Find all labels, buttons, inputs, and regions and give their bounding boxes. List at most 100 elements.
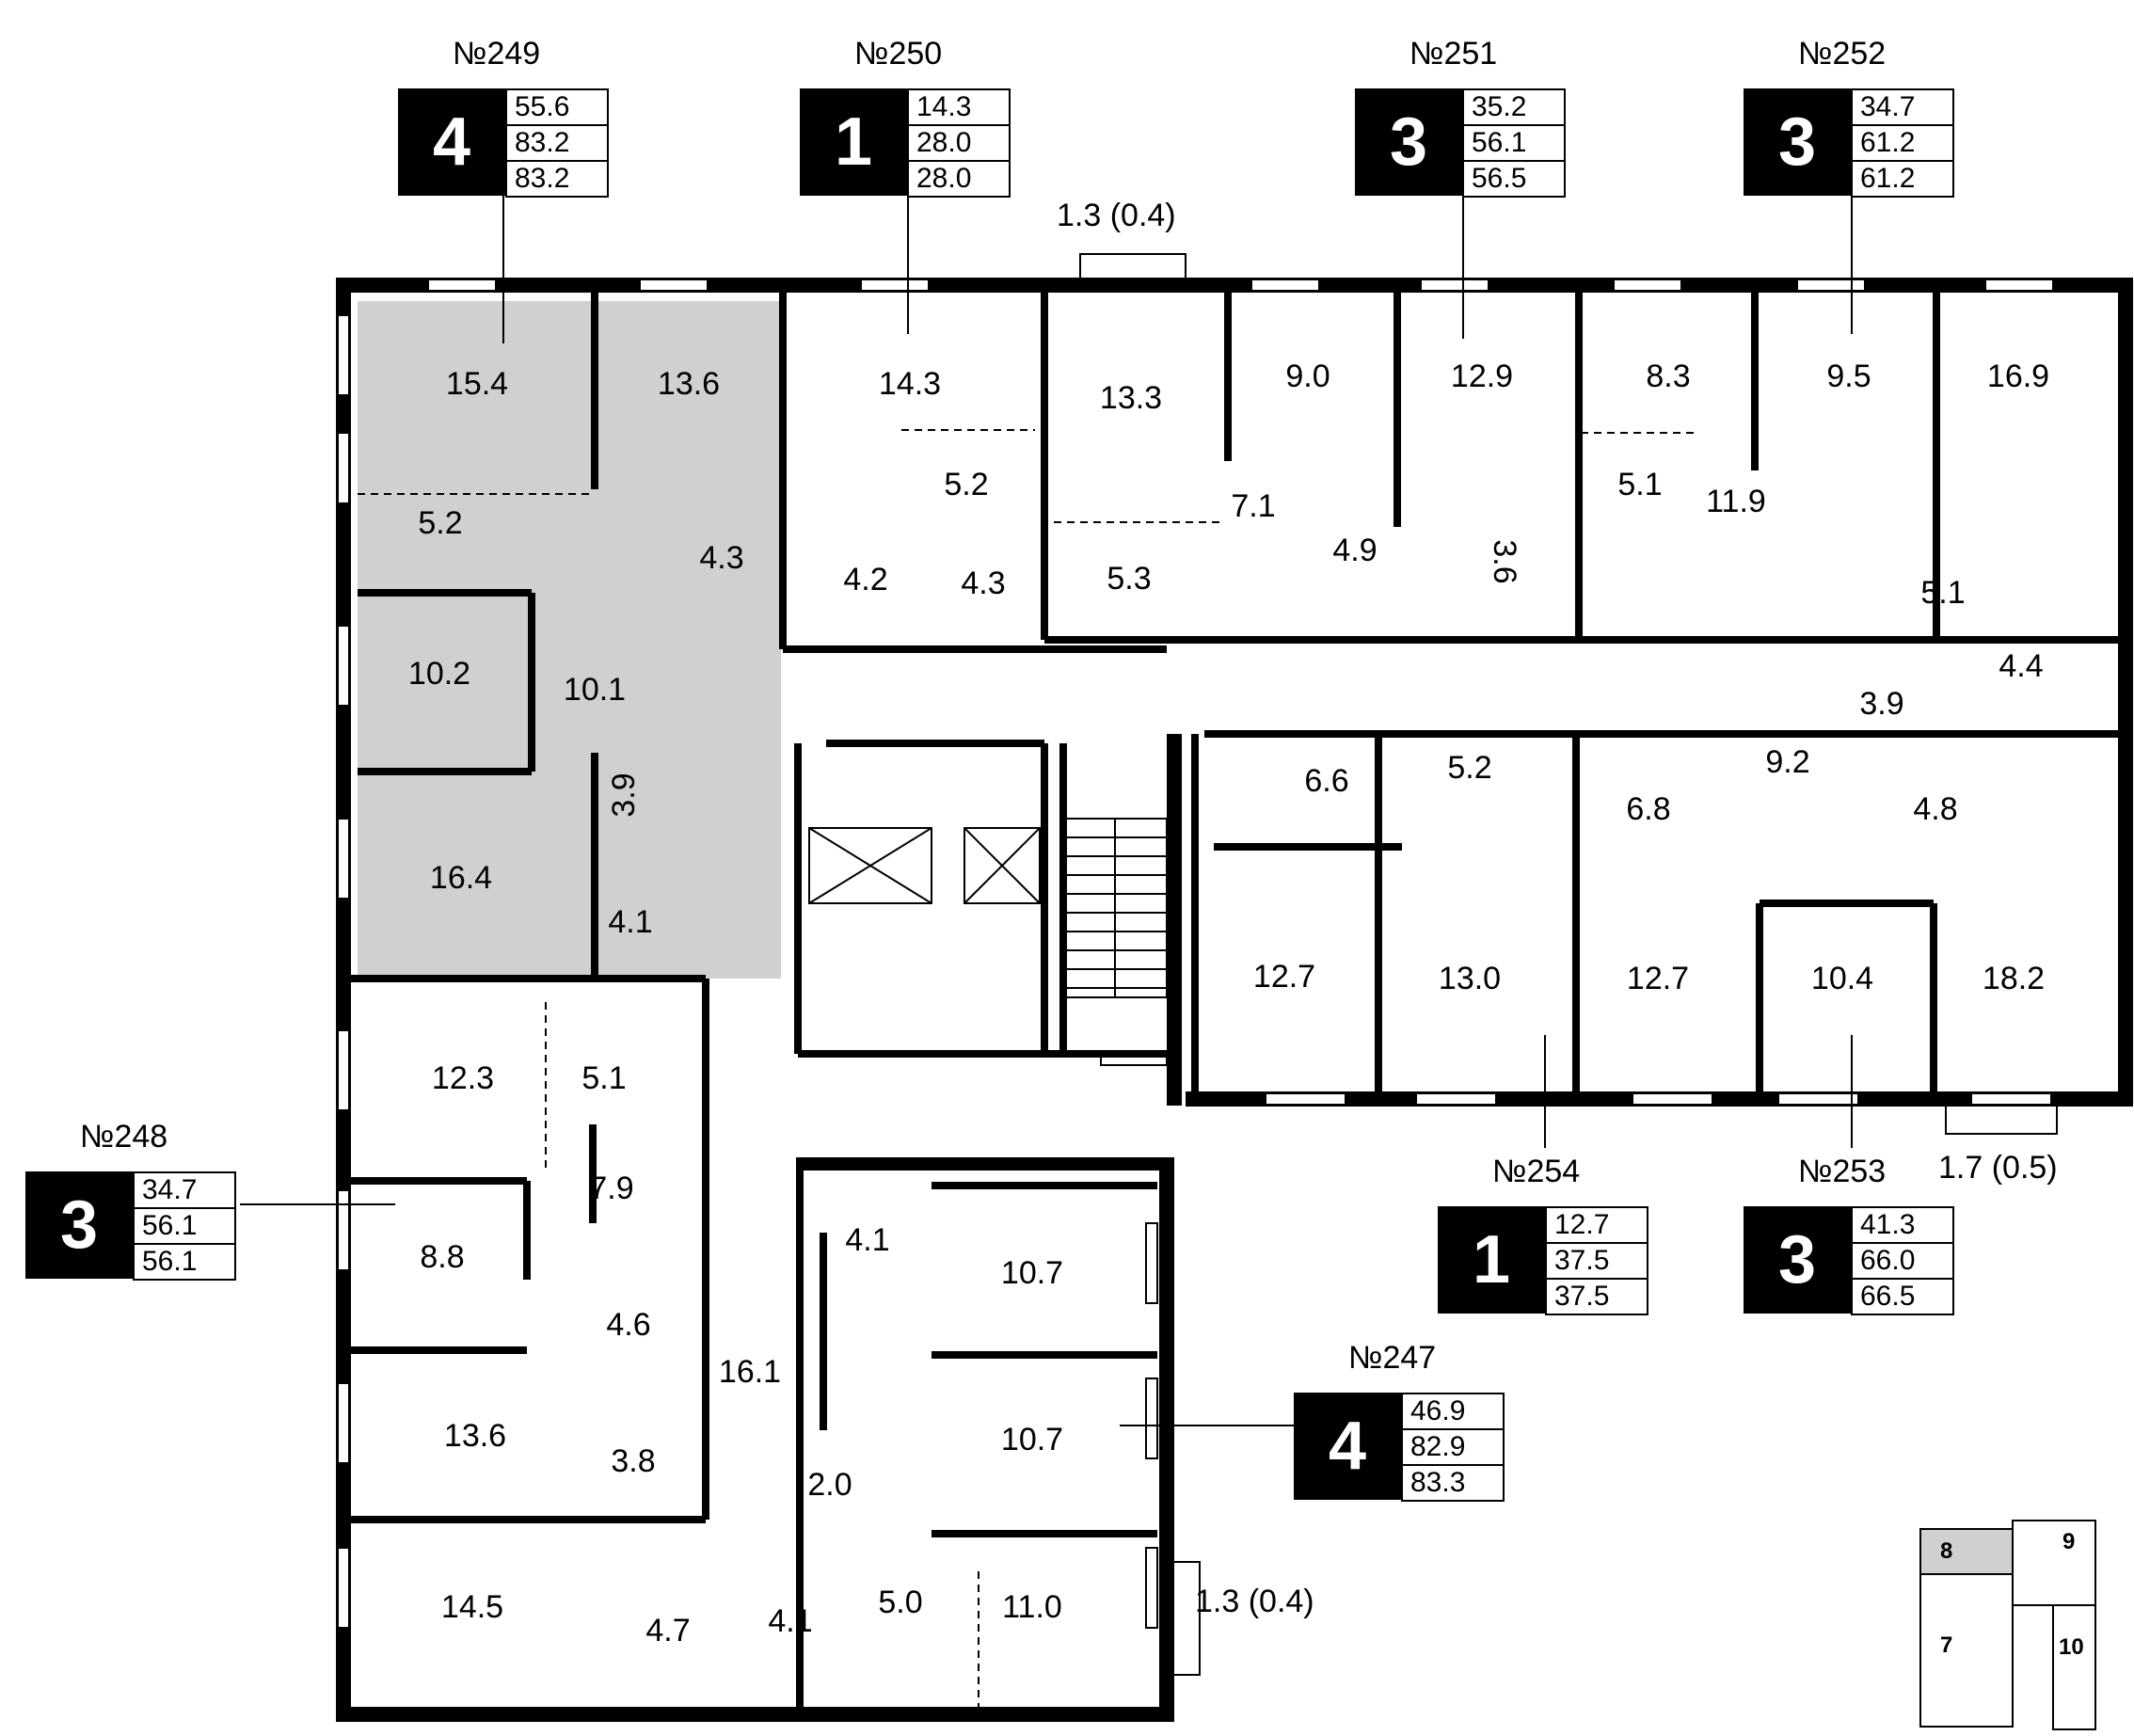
living-area: 55.6: [505, 88, 609, 126]
room-area: 13.6: [658, 366, 720, 402]
room-count: 4: [1294, 1393, 1401, 1500]
room-area: 5.2: [944, 467, 988, 502]
room-area: 5.1: [1920, 575, 1965, 611]
room-area: 2.0: [807, 1467, 852, 1503]
apartment-number: №248: [80, 1119, 168, 1155]
section-7-label: 7: [1940, 1632, 1953, 1658]
room-area: 10.1: [564, 672, 626, 708]
living-area: 41.3: [1851, 1206, 1954, 1244]
area-values: 12.7 37.5 37.5: [1545, 1206, 1648, 1315]
internal-walls: [348, 292, 2118, 1712]
room-area: 3.9: [606, 772, 642, 817]
room-area: 4.1: [608, 904, 652, 940]
room-count: 1: [800, 88, 907, 196]
room-area: 7.1: [1231, 488, 1275, 524]
room-area: 14.3: [879, 366, 941, 402]
area-values: 35.2 56.1 56.5: [1462, 88, 1566, 198]
room-area: 4.7: [645, 1613, 690, 1648]
living-area: 35.2: [1462, 88, 1566, 126]
balcony-area-label: 1.3 (0.4): [1057, 198, 1176, 233]
room-area: 3.9: [1859, 686, 1903, 722]
leader-lines: [240, 195, 1853, 1426]
living-area: 12.7: [1545, 1206, 1648, 1244]
total-area: 66.0: [1851, 1244, 1954, 1280]
total-area-with-balcony: 61.2: [1851, 162, 1954, 198]
room-count: 3: [25, 1171, 133, 1279]
total-area-with-balcony: 56.5: [1462, 162, 1566, 198]
room-area: 5.2: [418, 505, 462, 541]
room-area: 4.9: [1332, 533, 1377, 568]
balconies: [1079, 253, 2058, 1676]
room-area: 4.6: [606, 1307, 650, 1343]
total-area-with-balcony: 66.5: [1851, 1280, 1954, 1315]
room-area: 5.0: [878, 1585, 922, 1620]
room-area: 16.1: [719, 1354, 781, 1390]
room-count: 3: [1744, 1206, 1851, 1314]
room-area: 16.9: [1987, 358, 2049, 394]
section-8-label: 8: [1940, 1538, 1953, 1564]
total-area: 28.0: [907, 126, 1011, 162]
room-area: 7.9: [589, 1171, 633, 1206]
apartment-number: №253: [1798, 1154, 1887, 1189]
apartment-number: №251: [1409, 36, 1498, 72]
area-values: 41.3 66.0 66.5: [1851, 1206, 1954, 1315]
zone-dividers: [358, 429, 1694, 1712]
room-area: 16.4: [430, 860, 492, 896]
total-area-with-balcony: 37.5: [1545, 1280, 1648, 1315]
room-area: 10.4: [1811, 961, 1873, 996]
room-count: 1: [1438, 1206, 1545, 1314]
living-area: 14.3: [907, 88, 1011, 126]
room-area: 9.0: [1285, 358, 1330, 394]
apartment-number: №252: [1798, 36, 1887, 72]
apartment-number: №247: [1348, 1340, 1437, 1376]
room-area: 10.2: [408, 656, 470, 692]
total-area: 83.2: [505, 126, 609, 162]
total-area: 61.2: [1851, 126, 1954, 162]
total-area-with-balcony: 28.0: [907, 162, 1011, 198]
living-area: 34.7: [133, 1171, 236, 1209]
total-area: 82.9: [1401, 1430, 1505, 1466]
room-area: 12.3: [432, 1060, 494, 1096]
total-area-with-balcony: 83.3: [1401, 1466, 1505, 1502]
balcony-area-label: 1.7 (0.5): [1938, 1150, 2058, 1186]
room-area: 3.8: [611, 1443, 655, 1479]
room-area: 4.4: [1999, 648, 2043, 684]
room-count: 3: [1744, 88, 1851, 196]
total-area-with-balcony: 83.2: [505, 162, 609, 198]
room-area: 11.0: [1002, 1589, 1062, 1625]
room-area: 4.8: [1913, 791, 1957, 827]
room-area: 18.2: [1983, 961, 2045, 996]
apartment-number: №250: [854, 36, 943, 72]
room-area: 11.9: [1706, 484, 1766, 519]
room-area: 15.4: [446, 366, 508, 402]
room-area: 13.6: [444, 1418, 506, 1454]
area-values: 46.9 82.9 83.3: [1401, 1393, 1505, 1502]
room-area: 6.8: [1626, 791, 1670, 827]
room-area: 8.3: [1646, 358, 1690, 394]
total-area: 37.5: [1545, 1244, 1648, 1280]
room-area: 13.3: [1100, 380, 1162, 416]
room-area: 4.1: [845, 1222, 889, 1258]
room-area: 12.7: [1627, 961, 1689, 996]
room-area: 5.1: [1617, 467, 1662, 502]
living-area: 34.7: [1851, 88, 1954, 126]
section-10-label: 10: [2059, 1634, 2084, 1660]
room-area: 10.7: [1001, 1255, 1063, 1291]
balcony-area-label: 1.3 (0.4): [1195, 1584, 1314, 1619]
core: [808, 818, 1168, 998]
room-count: 3: [1355, 88, 1462, 196]
total-area: 56.1: [133, 1209, 236, 1245]
area-values: 34.7 56.1 56.1: [133, 1171, 236, 1281]
room-area: 9.2: [1765, 744, 1809, 780]
room-area: 10.7: [1001, 1422, 1063, 1457]
room-area: 3.6: [1487, 539, 1522, 583]
room-area: 4.2: [843, 562, 887, 597]
room-area: 12.7: [1253, 959, 1315, 995]
total-area: 56.1: [1462, 126, 1566, 162]
section-key-map: 8 9 7 10: [1919, 1520, 2126, 1731]
room-area: 5.3: [1107, 561, 1151, 597]
room-area: 5.1: [581, 1060, 626, 1096]
room-area: 4.3: [699, 540, 743, 576]
area-values: 14.3 28.0 28.0: [907, 88, 1011, 198]
